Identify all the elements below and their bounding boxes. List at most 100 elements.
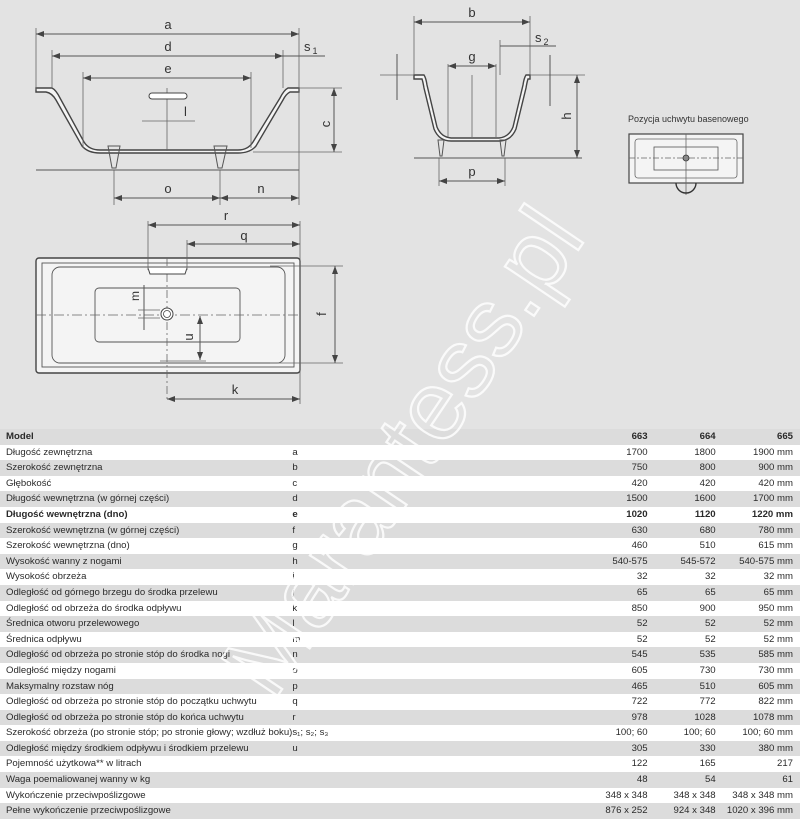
value-664: 1028 [694,711,716,723]
overflow-handle [148,92,188,100]
row-symbol: o [292,664,298,676]
value-665: 52 mm [763,618,793,630]
dim-label-d: d [164,39,171,54]
row-symbol: a [292,446,298,458]
value-663: 850 [631,602,648,614]
row-symbol: n [292,649,298,661]
row-label: Długość zewnętrzna [6,446,93,458]
value-663: 52 [636,618,648,630]
value-663: 465 [631,680,648,692]
value-665: 1700 mm [753,493,793,505]
row-label: Odległość od obrzeża do środka odpływu [6,602,182,614]
value-665: 65 mm [763,586,793,598]
row-label: Długość wewnętrzna (dno) [6,508,128,520]
value-663: 545 [631,649,648,661]
row-label: Długość wewnętrzna (w górnej części) [6,493,170,505]
value-664: 680 [699,524,716,536]
value-663: 305 [631,742,648,754]
value-665: 585 mm [758,649,793,661]
value-665: 900 mm [758,462,793,474]
row-label: Szerokość zewnętrzna [6,462,103,474]
value-663: 1020 [626,508,648,520]
value-664: 510 [699,540,716,552]
value-664: 900 [699,602,716,614]
row-symbol: m [292,633,301,645]
header-model-663: 663 [631,431,648,442]
table-row: Długość wewnętrzna (w górnej części) d 150… [0,491,800,507]
value-663: 48 [636,774,648,786]
value-664: 545-572 [680,555,716,567]
value-663: 1500 [626,493,648,505]
handle-position-caption: Pozycja uchwytu basenowego [628,114,749,124]
row-symbol: s₁; s₂; s₃ [292,727,329,739]
table-row: Odległość od obrzeża po stronie stóp do … [0,709,800,726]
header-model-665: 665 [776,431,793,442]
leg-left [107,145,121,169]
value-664: 924 x 348 [673,805,716,817]
value-664: 800 [699,462,716,474]
table-header-row: Model 663 664 665 [0,429,800,445]
row-label: Szerokość wewnętrzna (dno) [6,540,130,552]
leg-right [213,145,228,169]
value-664: 348 x 348 [673,789,716,801]
value-663: 65 [636,586,648,598]
pool-handle-icon [675,182,697,194]
row-label: Odległość między nogami [6,664,116,676]
row-symbol: j [292,586,295,598]
row-label: Wysokość obrzeża [6,571,87,583]
value-663: 540-575 [612,555,648,567]
value-665: 1900 mm [753,446,793,458]
value-665: 420 mm [758,477,793,489]
dim-label-a: a [164,17,172,32]
value-664: 100; 60 [683,727,716,739]
value-664: 330 [699,742,716,754]
value-664: 1120 [694,508,716,520]
row-symbol: d [292,493,298,505]
row-symbol [292,756,358,772]
row-label: Szerokość obrzeża (po stronie stóp; po s… [6,727,293,739]
value-665: 1078 mm [753,711,793,723]
row-symbol [292,788,358,804]
row-symbol: g [292,540,298,552]
value-665: 32 mm [763,571,793,583]
row-symbol: h [292,555,298,567]
dim-label-b: b [468,5,475,20]
dim-label-q: q [240,228,247,243]
top-view: r q f k u m [35,208,343,404]
row-symbol: e [292,508,298,520]
value-665: 380 mm [758,742,793,754]
dim-label-f: f [314,312,329,316]
dim-label-p: p [468,164,475,179]
table-row: Odległość od obrzeża po stronie stóp do … [0,647,800,663]
table-row: Odległość od górnego brzegu do środka pr… [0,584,800,601]
drain [160,307,174,321]
table-row: Szerokość obrzeża (po stronie stóp; po s… [0,725,800,741]
dim-label-l: l [184,104,187,119]
row-label: Odległość od obrzeża po stronie stóp do … [6,649,230,661]
dim-label-o: o [164,181,171,196]
row-label: Średnica otworu przelewowego [6,618,140,630]
value-664: 1800 [694,446,716,458]
row-label: Średnica odpływu [6,633,82,645]
value-665: 950 mm [758,602,793,614]
value-663: 630 [631,524,648,536]
value-665: 52 mm [763,633,793,645]
row-label: Maksymalny rozstaw nóg [6,680,114,692]
row-symbol: u [292,742,298,754]
table-row: Odległość między środkiem odpływu i środ… [0,740,800,757]
row-label: Odległość od obrzeża po stronie stóp do … [6,711,244,723]
value-665: 822 mm [758,696,793,708]
